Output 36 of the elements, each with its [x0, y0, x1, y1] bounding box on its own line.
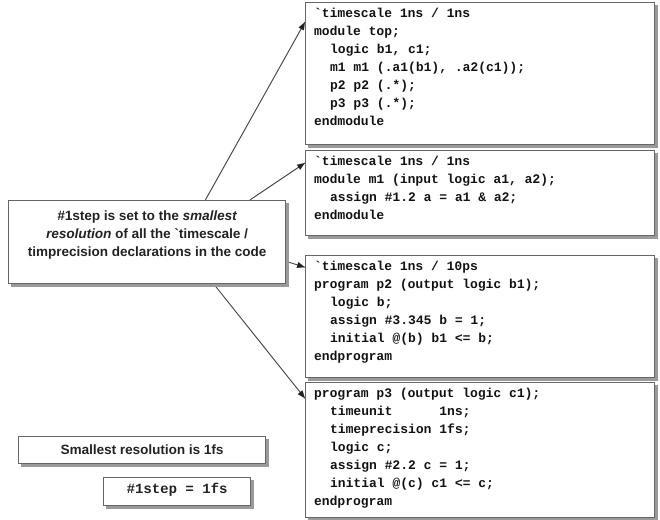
code-line: assign #1.2 a = a1 & a2;	[330, 189, 518, 207]
code-line: module m1 (input logic a1, a2);	[314, 171, 556, 189]
code-line: logic b;	[330, 294, 392, 312]
note-text: #1step = 1fs	[126, 482, 228, 498]
code-line: timeprecision 1fs;	[330, 421, 470, 439]
callout-text: #1step is set to the smallest resolution of all the `timescale / timprecision declarations in the code	[26, 207, 268, 261]
code-line: endprogram	[314, 493, 392, 511]
code-line: module top;	[314, 23, 400, 41]
code-box	[305, 150, 655, 236]
code-line: endmodule	[314, 207, 384, 225]
code-line: logic b1, c1;	[330, 41, 432, 59]
code-line: endprogram	[314, 348, 392, 366]
code-box	[305, 2, 655, 145]
code-line: endmodule	[314, 113, 384, 131]
code-line: initial @(b) b1 <= b;	[330, 330, 494, 348]
code-line: m1 m1 (.a1(b1), .a2(c1));	[330, 59, 526, 77]
arrow	[204, 22, 306, 200]
code-line: `timescale 1ns / 1ns	[314, 153, 470, 171]
code-box	[305, 255, 655, 378]
code-box	[305, 382, 655, 518]
code-line: `timescale 1ns / 1ns	[314, 5, 470, 23]
note-box	[18, 436, 266, 464]
code-line: `timescale 1ns / 10ps	[314, 258, 478, 276]
code-line: assign #3.345 b = 1;	[330, 312, 486, 330]
callout-box	[8, 200, 286, 284]
code-line: program p2 (output logic b1);	[314, 276, 540, 294]
code-line: assign #2.2 c = 1;	[330, 457, 470, 475]
code-line: logic c;	[330, 439, 392, 457]
code-line: p3 p3 (.*);	[330, 95, 416, 113]
code-line: timeunit 1ns;	[330, 403, 470, 421]
code-line: program p3 (output logic c1);	[314, 385, 540, 403]
code-line: p2 p2 (.*);	[330, 77, 416, 95]
note-box	[103, 477, 251, 506]
code-line: initial @(c) c1 <= c;	[330, 475, 494, 493]
note-text: Smallest resolution is 1fs	[60, 441, 224, 459]
arrow	[249, 162, 306, 200]
